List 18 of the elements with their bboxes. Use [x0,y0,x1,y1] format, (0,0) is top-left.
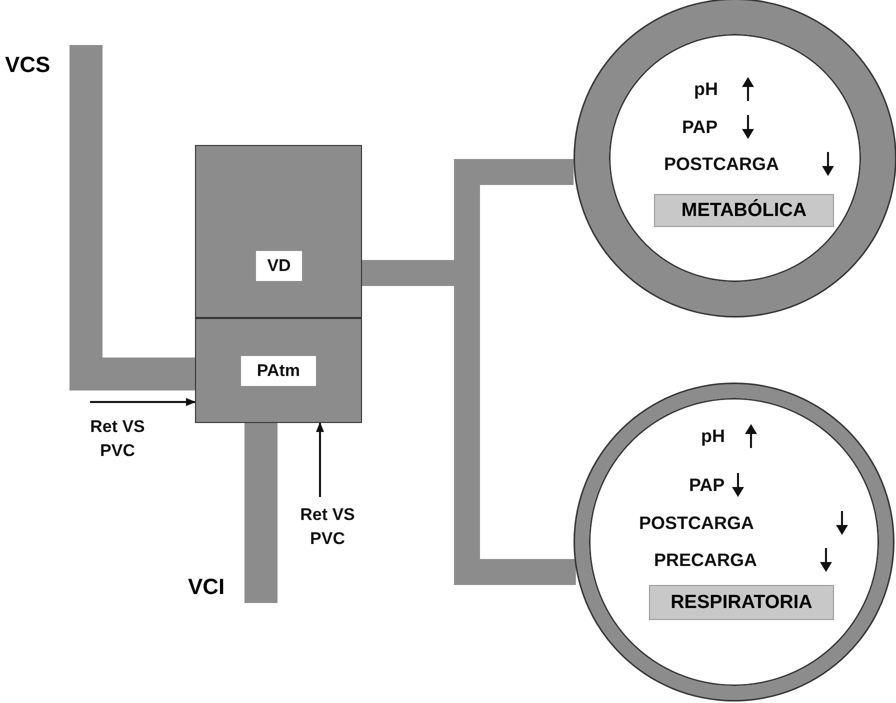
parameter-label: PAP [682,117,718,138]
chamber-label: PAtm [241,356,316,386]
parameter-label: pH [694,79,718,100]
arrow [316,422,324,497]
vessel-label: VCI [188,570,245,603]
heart-chamber [195,318,362,423]
vessel-label: VCS [5,45,70,85]
heart-chamber [195,145,362,318]
parameter-label: POSTCARGA [639,513,754,534]
category-label: RESPIRATORIA [649,585,834,620]
category-label: METABÓLICA [654,194,834,227]
chamber-label: VD [256,251,302,281]
blood-vessel [244,423,278,603]
arrow [90,398,196,406]
parameter-label: pH [701,426,725,447]
parameter-label: PAP [689,475,725,496]
parameter-label: POSTCARGA [664,154,780,175]
parameter-label: PRECARGA [654,550,758,571]
